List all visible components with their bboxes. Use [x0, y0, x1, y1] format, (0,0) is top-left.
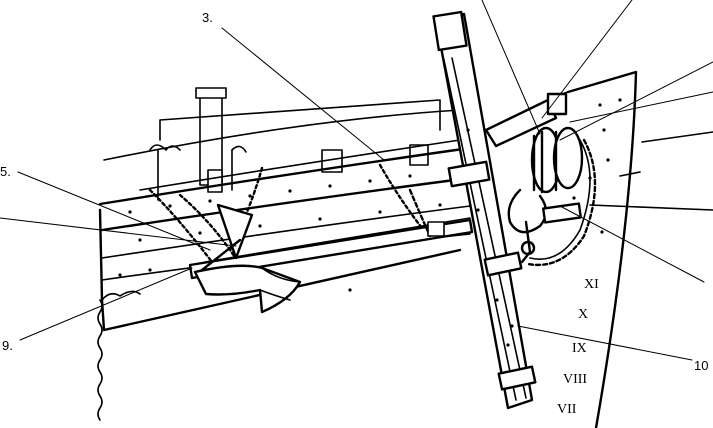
draft-mark-vii: VII [557, 402, 577, 417]
leader-top-2 [541, 0, 633, 119]
spar [432, 10, 537, 410]
leader-lines [0, 0, 713, 361]
callout-labels: 3. 5. 9. 10 [0, 10, 708, 373]
draft-mark-x: X [578, 307, 588, 322]
leader-3 [221, 27, 385, 161]
deck-structures [149, 87, 441, 201]
anchor [193, 203, 302, 314]
leader-right-1 [559, 61, 713, 141]
leader-right-4 [559, 205, 705, 283]
leader-10 [517, 325, 693, 361]
callout-9: 9. [2, 338, 13, 353]
leader-left [0, 217, 237, 247]
draft-mark-xi: XI [584, 277, 599, 292]
leader-right-3 [589, 204, 713, 211]
leader-top-1 [481, 0, 541, 135]
callout-5: 5. [0, 164, 11, 179]
callout-3: 3. [202, 10, 213, 25]
draft-mark-viii: VIII [563, 372, 587, 387]
leader-5 [17, 171, 211, 251]
draft-marks: XI X IX VIII VII [557, 277, 599, 417]
leader-right-2 [569, 91, 713, 123]
callout-10: 10 [694, 358, 708, 373]
draft-mark-ix: IX [572, 341, 587, 356]
hull-side [97, 109, 472, 421]
leader-9 [19, 267, 193, 341]
